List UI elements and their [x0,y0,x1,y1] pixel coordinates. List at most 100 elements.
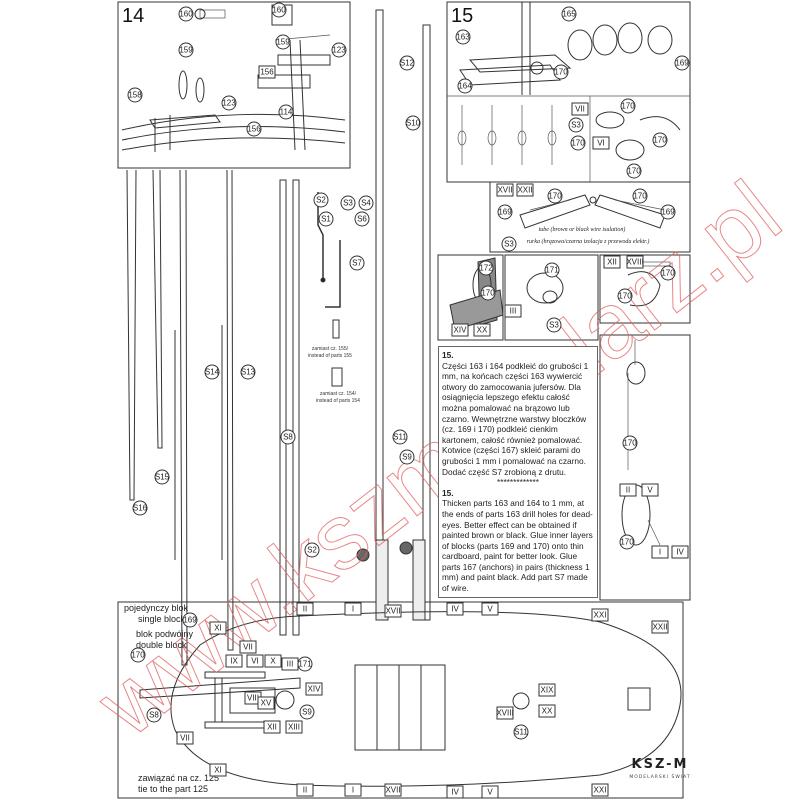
part-number-circle [354,211,370,227]
rigging-label: XXII [517,186,532,195]
part-number-circle [278,104,294,120]
rigging-box [481,785,499,799]
rigging-label: XVII [385,786,400,795]
panel-171-frame [504,254,599,341]
rigging-label: XXII [652,623,667,632]
instructions-separator: ************* [497,477,539,488]
part-number-circle [660,265,676,281]
part-number-label: 170 [481,289,495,298]
rigging-label: XVIII [496,709,513,718]
part-number-circle [399,55,415,71]
part-number-circle [358,195,374,211]
part-number-label: S1 [321,215,331,224]
rigging-label: VI [597,139,605,148]
part-number-label: 170 [548,192,562,201]
rigging-box [344,602,362,616]
rigging-box [496,183,514,197]
part-number-label: S13 [241,368,256,377]
part-number-circle [497,204,513,220]
part-number-label: S2 [307,546,317,555]
part-number-circle [480,285,496,301]
part-number-circle [178,42,194,58]
part-number-circle [405,115,421,131]
rigging-label: XVII [497,186,512,195]
part-number-label: 165 [562,10,576,19]
part-number-circle [275,34,291,50]
step-14-number: 14 [122,5,144,27]
panel-tube-frame [489,181,691,253]
part-number-label: 156 [247,125,261,134]
rigging-box [451,323,469,337]
part-number-label: 170 [618,292,632,301]
part-number-circle [553,64,569,80]
part-number-circle [271,2,287,18]
rigging-label: 156 [260,68,274,77]
rigging-box [473,323,491,337]
rigging-box [209,763,227,777]
part-number-circle [660,204,676,220]
part-number-label: 160 [272,6,286,15]
part-number-label: 169 [675,59,689,68]
part-number-label: 163 [456,33,470,42]
rigging-label: V [647,486,653,495]
part-number-label: 164 [458,82,472,91]
rigging-label: XVII [385,607,400,616]
rigging-box [538,704,556,718]
part-number-label: 169 [498,208,512,217]
rigging-label: V [487,605,493,614]
panel-xii-frame [599,254,691,324]
rigging-box [603,255,621,269]
logo: KSZ-M MODELARSKI ŚWIAT [629,757,689,780]
rigging-box [258,65,276,79]
rigging-box [281,657,299,671]
part-number-label: S12 [400,59,415,68]
part-number-label: S6 [357,215,367,224]
part-number-label: S8 [149,711,159,720]
part-number-circle [478,260,494,276]
instructions-en-text: Thicken parts 163 and 164 to 1 mm, at th… [442,498,593,594]
rigging-box [384,783,402,797]
legend-single-pl: pojedynczy blok [124,603,189,613]
part-number-label: S11 [514,728,528,737]
part-number-label: 170 [621,102,635,111]
rigging-box [626,255,644,269]
rigging-box [671,545,689,559]
part-number-circle [299,704,315,720]
rigging-label: XII [267,723,277,732]
part-number-label: S2 [316,196,326,205]
rigging-box [446,602,464,616]
panel-15-frame [446,1,691,183]
rigging-label: VII [243,643,253,652]
part-number-circle [561,6,577,22]
part-number-circle [632,188,648,204]
rigging-label: VIII [247,694,259,703]
part-number-circle [513,724,529,740]
part-number-label: 170 [633,192,647,201]
rigging-label: V [487,788,493,797]
rigging-box [504,304,522,318]
part-number-circle [570,135,586,151]
rigging-box [344,783,362,797]
part-number-label: S9 [302,708,312,717]
part-number-label: S4 [361,199,371,208]
part-number-label: 171 [545,266,559,275]
rigging-label: XIX [541,686,555,695]
rigging-label: XI [214,766,222,775]
rigging-label: I [352,786,354,795]
rigging-label: XXI [594,786,607,795]
tube-drawing [519,194,666,229]
note-155-en: instead of parts 155 [308,353,352,359]
part-number-label: 169 [183,616,197,625]
part-number-label: 169 [661,208,675,217]
rigging-label: XXI [594,611,607,620]
part-number-label: S3 [571,121,581,130]
part-number-circle [132,500,148,516]
rigging-box [305,682,323,696]
part-number-circle [626,163,642,179]
part-number-circle [318,211,334,227]
part-number-label: S10 [406,119,421,128]
part-number-circle [246,121,262,137]
rigging-box [641,483,659,497]
part-number-label: S8 [283,433,293,442]
part-number-label: 123 [222,99,236,108]
